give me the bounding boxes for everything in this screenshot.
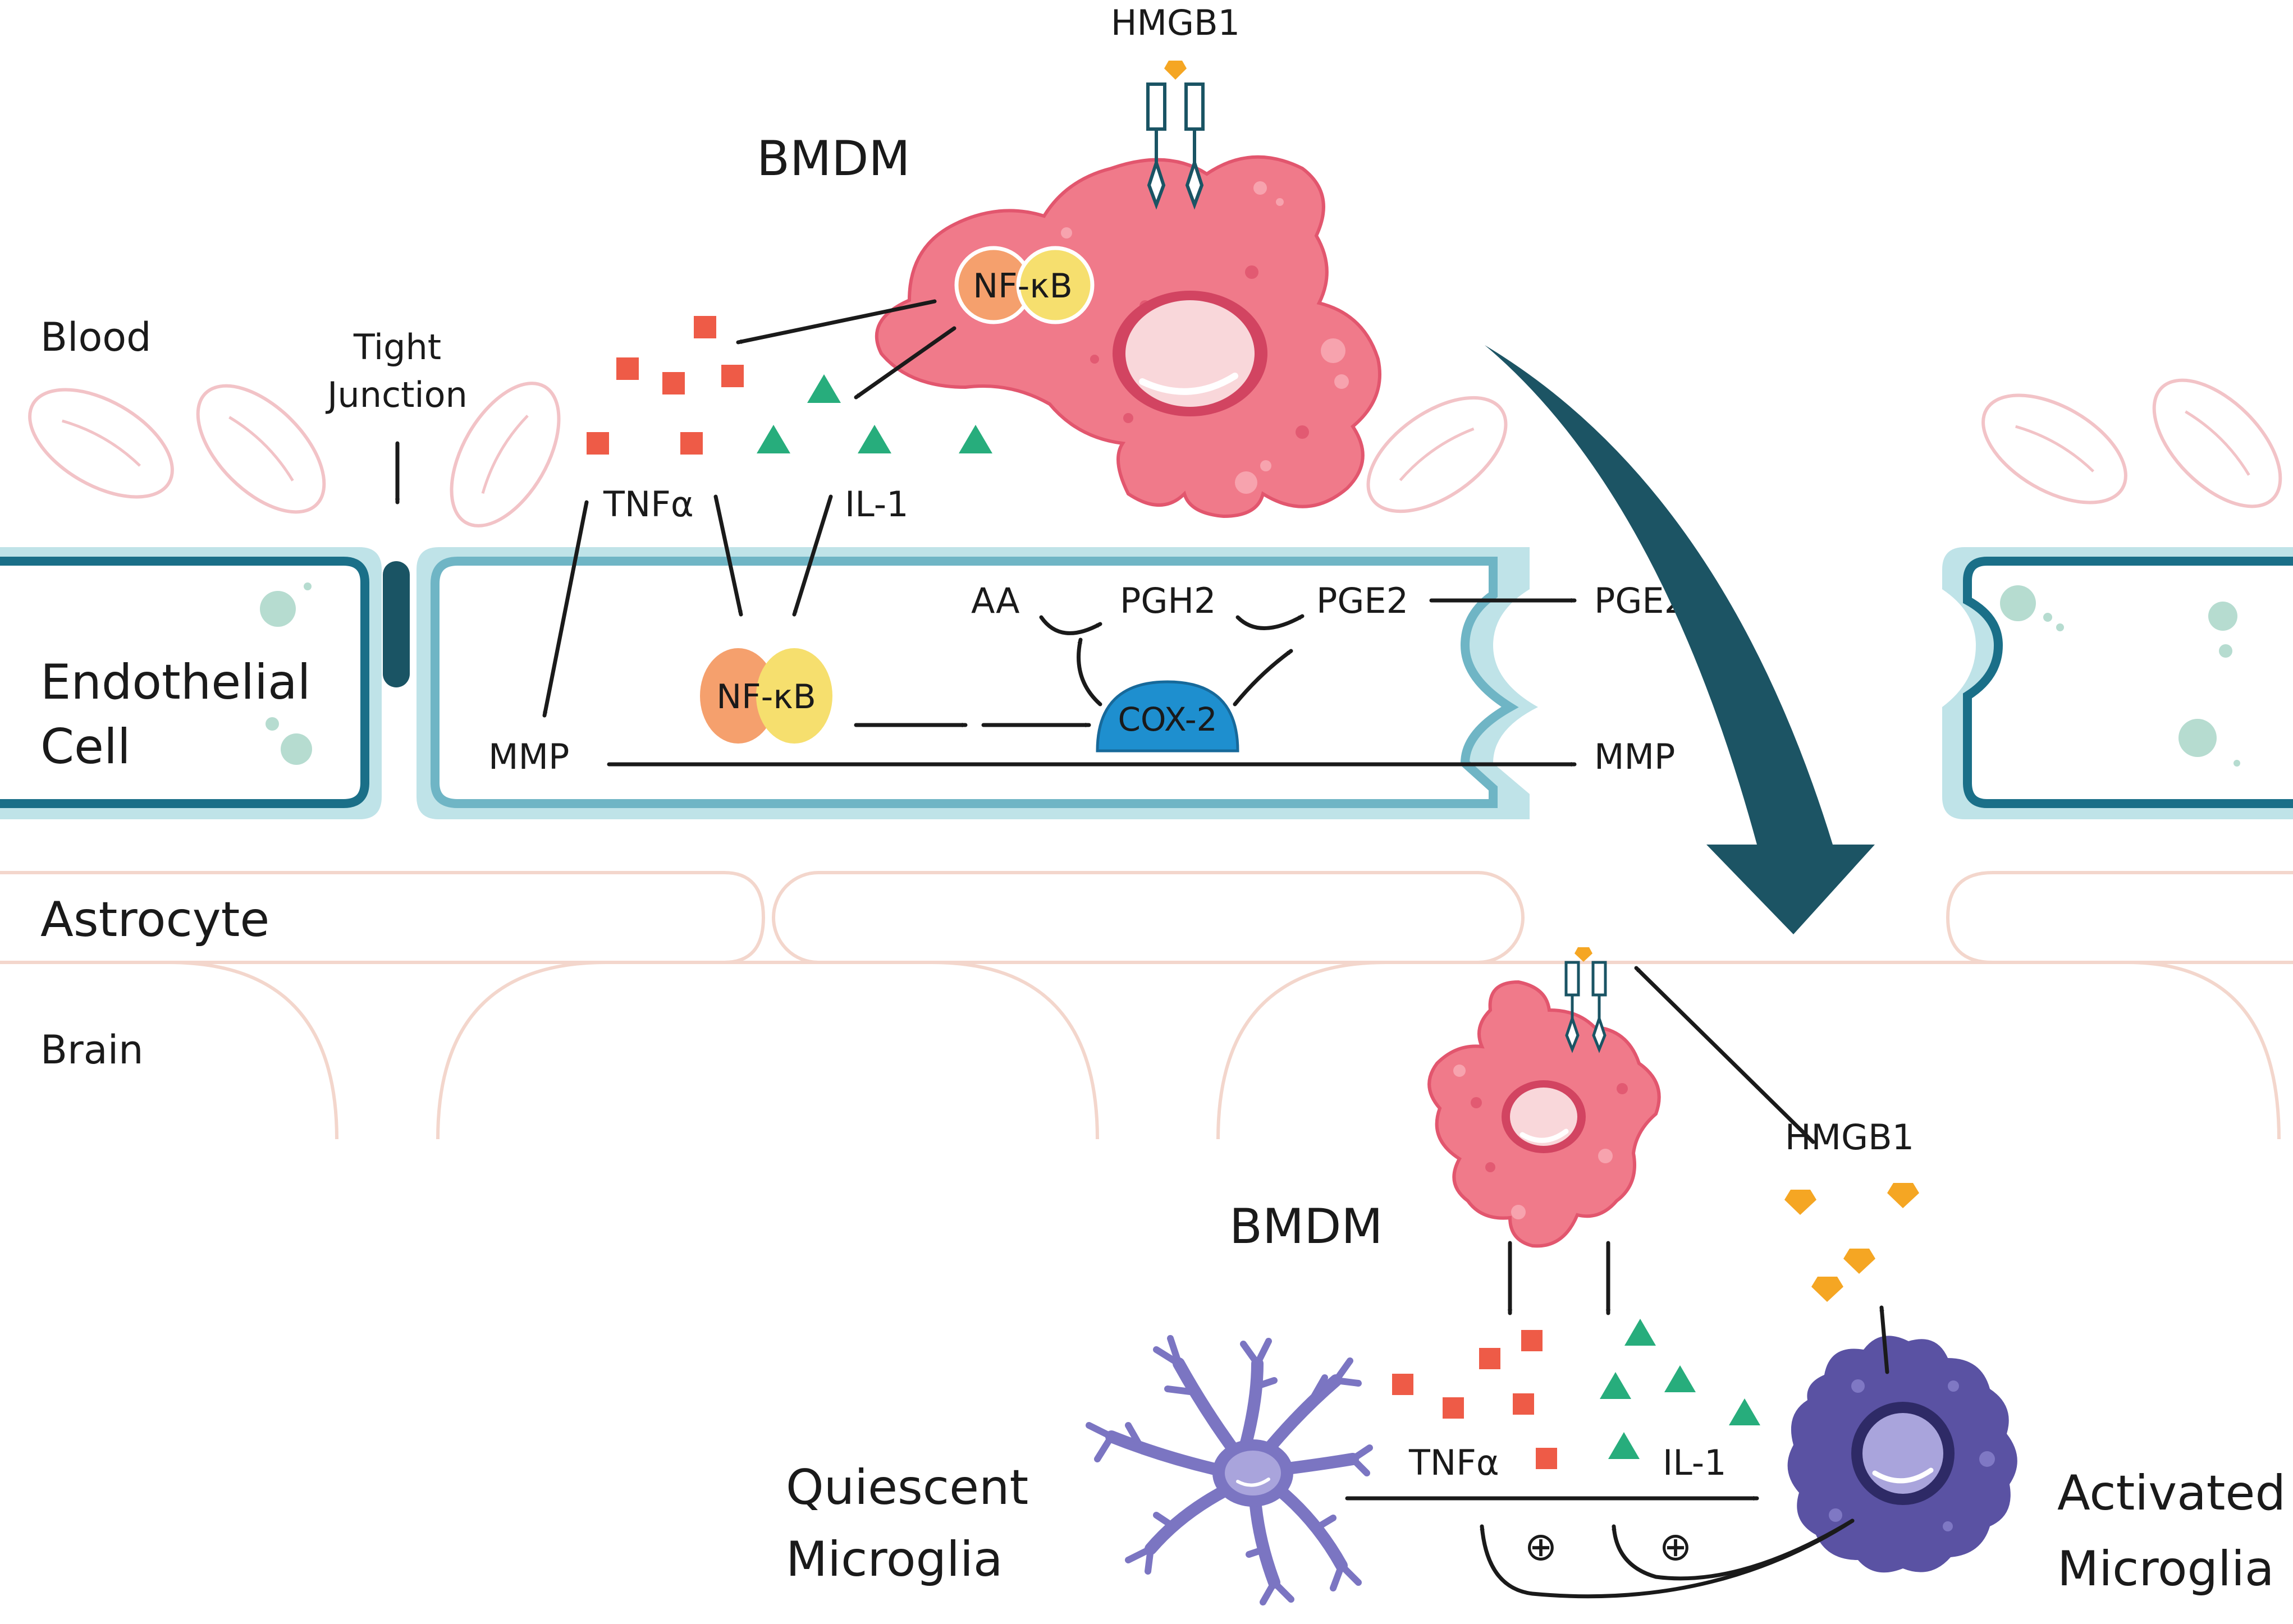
red-blood-cell-icon [1981, 393, 2127, 504]
receptor-icon [1564, 961, 1607, 1053]
square-molecule-icon [1513, 1393, 1534, 1415]
red-blood-cell-icon [450, 382, 561, 527]
brain-label: Brain [40, 1027, 144, 1073]
tnfa-molecules-top [587, 316, 744, 455]
bmdm-bottom-label: BMDM [1229, 1199, 1383, 1255]
quiescent-label-line1: Quiescent [786, 1460, 1028, 1516]
square-molecule-icon [1479, 1348, 1500, 1369]
quiescent-label-line2: Microglia [786, 1531, 1003, 1588]
tnfa-top-label: TNFα [603, 484, 694, 525]
astrocyte-layer [0, 871, 2293, 964]
tight-junction-label-line1: Tight [353, 327, 441, 368]
square-molecule-icon [616, 357, 639, 380]
hexagon-molecule-icon [1843, 1249, 1875, 1274]
triangle-molecule-icon [1600, 1372, 1631, 1399]
hexagon-molecule-icon [1887, 1183, 1919, 1208]
hmgb1-bottom-label: HMGB1 [1785, 1117, 1914, 1158]
square-molecule-icon [587, 432, 609, 455]
il1-molecules-top [757, 374, 992, 453]
tight-junction-label-line2: Junction [325, 374, 468, 415]
mmp-inner-label: MMP [488, 736, 569, 777]
il1-top-label: IL-1 [845, 484, 909, 525]
bmdm-top-label: BMDM [757, 131, 910, 187]
hmgb1-top-label: HMGB1 [1111, 2, 1240, 43]
bottom-pathway-arrows [1345, 966, 1889, 1599]
top-pathway-arrows [395, 299, 1577, 767]
triangle-molecule-icon [1664, 1365, 1696, 1392]
red-blood-cell-icon [1366, 396, 1508, 513]
triangle-molecule-icon [1729, 1398, 1760, 1425]
activated-label-line1: Activated [2057, 1465, 2286, 1521]
triangle-molecule-icon [757, 425, 790, 453]
square-molecule-icon [1392, 1374, 1413, 1395]
activated-microglia-cell [1787, 1336, 2017, 1573]
nfkb-mid-label: NF-κB [716, 677, 816, 717]
receptor-icon [1146, 82, 1205, 210]
il1-bottom-label: IL-1 [1663, 1442, 1727, 1483]
hexagon-molecule-icon [1164, 61, 1187, 80]
big-curved-arrow [1485, 345, 1875, 934]
cox2-enzyme: COX-2 [1096, 680, 1239, 753]
nfkb-top-label: NF-κB [973, 267, 1073, 306]
tight-junction [383, 561, 410, 687]
bmdm-cell-bottom [1427, 980, 1661, 1248]
plus-icon: ⊕ [1659, 1524, 1692, 1570]
triangle-molecule-icon [1608, 1432, 1640, 1459]
tnfa-bottom-label: TNFα [1408, 1442, 1499, 1483]
endothelial-cell-left [0, 547, 382, 819]
red-blood-cell-icon [196, 384, 326, 514]
square-molecule-icon [662, 372, 685, 394]
red-blood-cell-icon [28, 388, 174, 499]
nfkb-complex-top: NF-κB [954, 246, 1095, 324]
triangle-molecule-icon [1624, 1319, 1656, 1346]
tnfa-molecules-bottom [1392, 1330, 1557, 1469]
pgh2-label: PGH2 [1120, 580, 1216, 621]
astrocyte-label: Astrocyte [40, 892, 269, 948]
triangle-molecule-icon [807, 374, 841, 403]
endothelial-label-line1: Endothelial [40, 654, 311, 710]
hmgb1-molecules-bottom [1784, 1183, 1919, 1302]
hexagon-molecule-icon [1575, 947, 1592, 962]
square-molecule-icon [721, 365, 744, 387]
square-molecule-icon [1443, 1397, 1464, 1419]
quiescent-microglia-cell [1086, 1335, 1373, 1605]
red-blood-cells [28, 378, 2282, 527]
bmdm-cell-top: NF-κB [875, 155, 1381, 519]
activated-label-line2: Microglia [2057, 1541, 2274, 1597]
triangle-molecule-icon [858, 425, 891, 453]
endothelial-label-line2: Cell [40, 719, 131, 775]
brain-tissue-outlines [0, 961, 2281, 1140]
red-blood-cell-icon [2152, 378, 2282, 508]
mmp-outer-label: MMP [1594, 736, 1675, 777]
pge2-inner-label: PGE2 [1316, 580, 1408, 621]
nfkb-complex-mid: NF-κB [700, 648, 832, 744]
square-molecule-icon [1521, 1330, 1543, 1351]
square-molecule-icon [680, 432, 703, 455]
square-molecule-icon [1536, 1448, 1557, 1469]
endothelial-layer [0, 547, 2293, 819]
blood-label: Blood [40, 314, 152, 360]
triangle-molecule-icon [959, 425, 992, 453]
hexagon-molecule-icon [1811, 1277, 1843, 1302]
square-molecule-icon [694, 316, 716, 338]
aa-label: AA [971, 580, 1020, 621]
il1-molecules-bottom [1600, 1319, 1760, 1459]
endothelial-cell-right [1942, 547, 2293, 819]
plus-icon: ⊕ [1525, 1524, 1558, 1570]
cox2-label: COX-2 [1118, 700, 1217, 738]
hexagon-molecule-icon [1784, 1190, 1816, 1215]
